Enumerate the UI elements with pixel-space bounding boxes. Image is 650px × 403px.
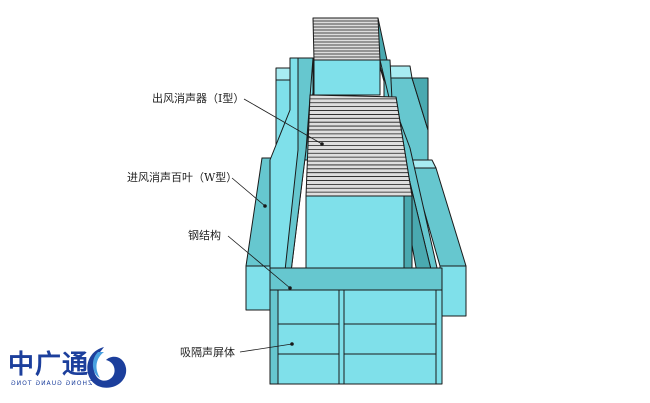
front-panel-wall xyxy=(269,289,443,385)
front-panel-seams xyxy=(277,290,437,384)
rear-tower-front-face xyxy=(313,59,381,96)
label-inlet-louver: 进风消声百叶（W型） xyxy=(127,171,238,184)
rear-louver-slats xyxy=(313,20,380,58)
lower-right-box-front xyxy=(439,265,467,317)
upper-right-box-face xyxy=(411,77,429,131)
mid-tower-front-face xyxy=(305,195,405,269)
brand-swirl-icon xyxy=(87,347,127,388)
front-panel-left-rim xyxy=(269,289,279,385)
brand-logo-text: 中广通 xyxy=(8,350,90,380)
label-outlet-silencer: 出风消声器（I型） xyxy=(152,92,245,105)
front-ledge xyxy=(269,267,443,291)
brand-logo-subtitle: ZHONG GUANG TONG xyxy=(10,380,93,387)
mid-louver-slats xyxy=(306,98,412,193)
label-sound-panel: 吸隔声屏体 xyxy=(180,346,235,359)
label-steel-structure: 钢结构 xyxy=(188,229,221,242)
leader-lines xyxy=(227,98,324,353)
